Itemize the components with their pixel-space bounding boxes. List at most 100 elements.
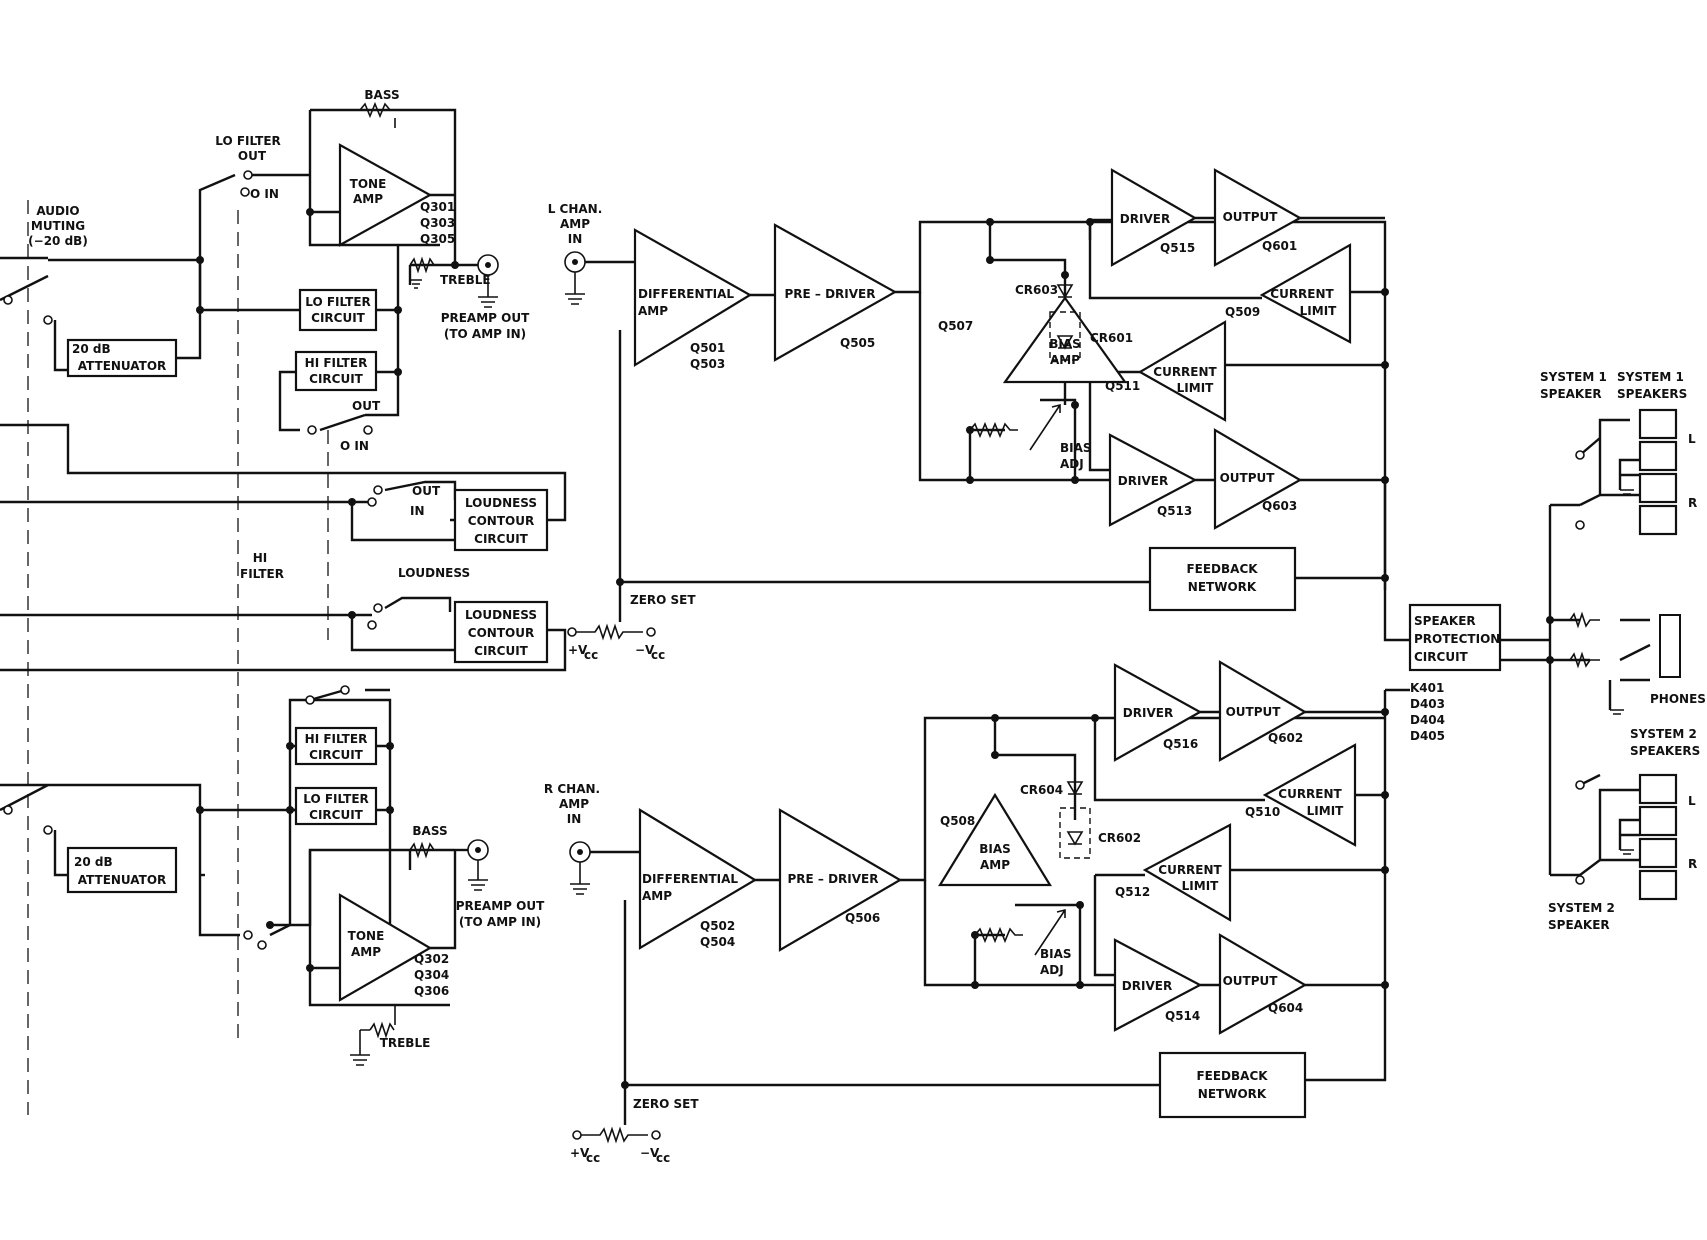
left-boxes — [66, 288, 549, 894]
r-differential-amp — [638, 808, 758, 950]
l-current-limit-bottom-label: CURRENT — [1153, 365, 1217, 379]
r-bias-amp-label: BIAS — [979, 842, 1011, 856]
r-pre-driver-q-label: Q506 — [845, 911, 880, 925]
r-feedback-label: FEEDBACK — [1196, 1069, 1268, 1083]
l-current-limit-bottom — [1137, 320, 1227, 422]
system1-l-label: L — [1688, 432, 1696, 446]
loudness-switch-out-label: OUT — [412, 484, 441, 498]
speaker-protection-label-3: CIRCUIT — [1414, 650, 1469, 664]
r-current-limit-bottom-label-2: LIMIT — [1182, 879, 1220, 893]
r-driver-top-q-label: Q516 — [1163, 737, 1198, 751]
q306-label: Q306 — [414, 984, 449, 998]
protection-part-d405: D405 — [1410, 729, 1445, 743]
audio-muting-label-2: MUTING — [31, 219, 85, 233]
r-q502-label: Q502 — [700, 919, 735, 933]
lo-filter-switch-label: LO FILTER — [215, 134, 281, 148]
loudness-contour-upper-label: LOUDNESS — [465, 496, 537, 510]
l-driver-top-q-label: Q515 — [1160, 241, 1195, 255]
l-output-top-label: OUTPUT — [1223, 210, 1279, 224]
treble-top-label: TREBLE — [440, 273, 491, 287]
l-cr603-label: CR603 — [1015, 283, 1058, 297]
l-chan-input-label-2: AMP — [560, 217, 590, 231]
l-bias-adj-label: BIAS — [1060, 441, 1092, 455]
l-zero-set-pot — [575, 623, 643, 641]
system1-speakers-label-2: SPEAKERS — [1617, 387, 1687, 401]
speaker-protection-label-2: PROTECTION — [1414, 632, 1500, 646]
l-driver-top-label: DRIVER — [1120, 212, 1170, 226]
r-driver-bottom — [1113, 938, 1203, 1032]
r-bias-q-label: Q508 — [940, 814, 975, 828]
l-current-limit-top-q-label: Q509 — [1225, 305, 1260, 319]
l-vcc-plus-sub: cc — [584, 648, 598, 662]
l-chan-input-label-3: IN — [568, 232, 583, 246]
system2-l-label: L — [1688, 794, 1696, 808]
l-bias-amp-label: BIAS — [1049, 337, 1081, 351]
r-driver-bottom-q-label: Q514 — [1165, 1009, 1200, 1023]
r-current-limit-bottom — [1142, 823, 1232, 922]
r-pre-driver-label: PRE – DRIVER — [788, 872, 879, 886]
bass-bottom-label: BASS — [412, 824, 447, 838]
l-current-limit-top-label: CURRENT — [1270, 287, 1334, 301]
r-driver-bottom-label: DRIVER — [1122, 979, 1172, 993]
speaker-wiring — [1500, 418, 1651, 877]
q301-label: Q301 — [420, 200, 455, 214]
l-feedback-network — [1148, 546, 1297, 612]
system1-speaker-label-2: SPEAKER — [1540, 387, 1602, 401]
loudness-contour-lower — [453, 600, 549, 664]
hi-filter-label: HI — [253, 551, 268, 565]
r-bias-amp-label-2: AMP — [980, 858, 1010, 872]
l-driver-top — [1110, 168, 1198, 267]
l-vcc-minus-label: −V — [635, 643, 655, 657]
r-feedback-network — [1158, 1051, 1307, 1119]
left-components — [3, 101, 499, 1066]
l-cr603 — [1056, 284, 1074, 299]
loudness-switch-in-label: IN — [410, 504, 425, 518]
loudness-contour-lower-label: LOUDNESS — [465, 608, 537, 622]
lo-filter-circuit-top-label: LO FILTER — [305, 295, 371, 309]
l-output-bottom-label: OUTPUT — [1220, 471, 1276, 485]
preamp-out-top-label: PREAMP OUT — [441, 311, 530, 325]
system2-r-label: R — [1688, 857, 1697, 871]
lo-filter-circuit-top-label-2: CIRCUIT — [311, 311, 366, 325]
l-driver-bottom-q-label: Q513 — [1157, 504, 1192, 518]
r-feedback-label-2: NETWORK — [1198, 1087, 1267, 1101]
system2-speaker-3 — [1638, 837, 1678, 869]
treble-bottom-label: TREBLE — [380, 1036, 431, 1050]
r-vcc-minus-label: −V — [640, 1146, 660, 1160]
l-vcc-minus-sub: cc — [651, 648, 665, 662]
audio-muting-label: AUDIO — [36, 204, 79, 218]
r-pre-driver — [778, 808, 903, 952]
r-vcc-plus-sub: cc — [586, 1151, 600, 1165]
l-driver-bottom-label: DRIVER — [1118, 474, 1168, 488]
system2-speaker-1 — [1638, 773, 1678, 805]
r-output-top-label: OUTPUT — [1226, 705, 1282, 719]
l-driver-bottom — [1108, 433, 1198, 527]
attenuator-bottom-label: 20 dB — [74, 855, 113, 869]
l-output-top-q-label: Q601 — [1262, 239, 1297, 253]
phones-label: PHONES — [1650, 692, 1706, 706]
l-differential-amp — [633, 228, 753, 367]
treble-pot-top — [409, 256, 435, 274]
loudness-contour-upper — [453, 488, 549, 552]
treble-pot-bottom — [369, 1021, 395, 1039]
r-vcc-minus-sub: cc — [656, 1151, 670, 1165]
l-bias-adj — [969, 421, 1018, 439]
l-differential-amp-label-2: AMP — [638, 304, 668, 318]
l-output-bottom — [1213, 428, 1303, 530]
r-cr604 — [1066, 781, 1084, 796]
preamp-out-bottom-label: PREAMP OUT — [456, 899, 545, 913]
protection-part-d404: D404 — [1410, 713, 1445, 727]
r-bias-amp — [938, 792, 1052, 887]
tone-amp-bottom — [338, 893, 433, 1002]
r-current-limit-top-q-label: Q510 — [1245, 805, 1280, 819]
loudness-label: LOUDNESS — [398, 566, 470, 580]
q303-label: Q303 — [420, 216, 455, 230]
attenuator-top-label-2: ATTENUATOR — [78, 359, 167, 373]
l-q503-label: Q503 — [690, 357, 725, 371]
system2-speakers-label: SYSTEM 2 — [1630, 727, 1697, 741]
system2-speakers-label-2: SPEAKERS — [1630, 744, 1700, 758]
lo-filter-out-label: OUT — [238, 149, 267, 163]
out-label: OUT — [352, 399, 381, 413]
r-output-bottom-label: OUTPUT — [1223, 974, 1279, 988]
